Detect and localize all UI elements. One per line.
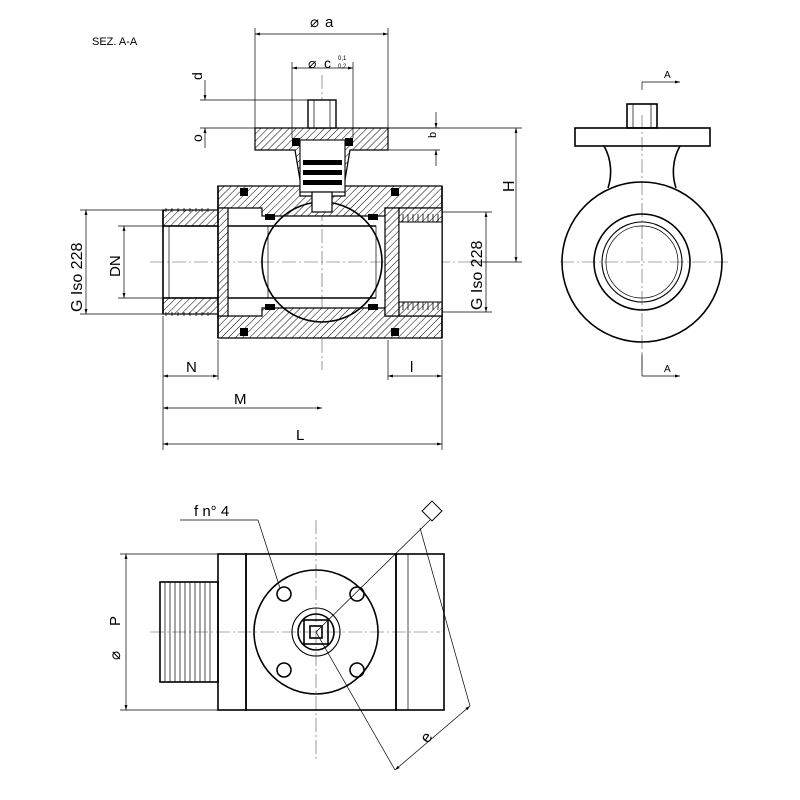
dimension-DN: DN xyxy=(107,225,163,299)
thread-left-label: G Iso 228 xyxy=(69,243,86,312)
dim-N-label: N xyxy=(186,359,197,376)
dim-H-label: H xyxy=(501,180,518,192)
dim-L-label: L xyxy=(296,427,304,444)
dimension-G-left: G Iso 228 xyxy=(69,209,163,315)
dim-f-label: f n° 4 xyxy=(194,503,229,520)
dim-a-label: a xyxy=(325,14,334,31)
dim-M-label: M xyxy=(234,391,247,408)
dimension-a: ⌀ a xyxy=(254,14,389,128)
diameter-symbol-P: ⌀ xyxy=(107,651,124,660)
dim-l-label: l xyxy=(410,359,413,376)
section-arrow-top: A xyxy=(641,70,680,90)
right-thread xyxy=(398,207,443,317)
section-A-top-label: A xyxy=(664,70,671,81)
section-A-bottom-label: A xyxy=(664,364,671,375)
dim-P-label: P xyxy=(107,616,124,626)
tol-upper: 0,1 xyxy=(338,56,347,62)
dimension-L: L xyxy=(163,427,442,446)
diameter-symbol: ⌀ xyxy=(310,14,319,31)
dim-c-label: c xyxy=(324,55,331,71)
dim-DN-label: DN xyxy=(107,255,124,277)
dim-e-label: e xyxy=(417,729,436,746)
dim-d-label: d xyxy=(189,72,205,80)
dimension-N: N xyxy=(162,316,219,450)
dimension-d: d o xyxy=(189,72,308,148)
dim-o-label: o xyxy=(189,134,205,142)
tol-lower: 0,2 xyxy=(338,64,347,70)
dimension-b: b xyxy=(388,112,440,166)
dimension-l: l xyxy=(387,340,443,450)
left-thread-marks xyxy=(165,208,209,316)
dimension-H: H xyxy=(388,127,522,263)
section-view: ⌀ a ⌀ c 0,1 0,2 d o b xyxy=(69,14,522,450)
stem-assembly xyxy=(254,99,389,213)
square-icon xyxy=(421,500,443,522)
dimension-G-right: G Iso 228 xyxy=(442,211,492,313)
thread-right-label: G Iso 228 xyxy=(469,241,486,310)
top-view: e f n° 4 ⌀ P xyxy=(107,500,471,771)
dimension-M: M xyxy=(163,391,322,410)
section-arrow-bottom: A xyxy=(641,354,680,378)
side-view: A A xyxy=(560,70,730,378)
section-title: SEZ. A-A xyxy=(92,36,138,48)
dim-b-label: b xyxy=(427,132,439,138)
diameter-symbol-c: ⌀ xyxy=(308,55,316,71)
left-pipe-end xyxy=(162,208,268,316)
